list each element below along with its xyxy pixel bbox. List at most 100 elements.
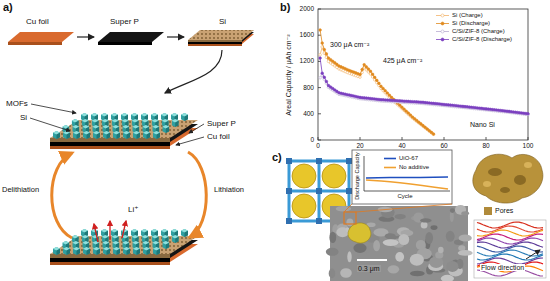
tick-mark — [528, 137, 529, 140]
sem-particle — [416, 240, 426, 250]
tick-mark — [318, 113, 321, 114]
legend-swatch — [484, 207, 492, 215]
legend-text: Si (Discharge) — [452, 20, 490, 26]
mof-crystal — [103, 131, 110, 139]
rate-annotation: 425 μA cm⁻² — [383, 57, 422, 64]
pore-rendering — [500, 187, 510, 193]
mof-crystal — [181, 113, 188, 121]
si-layer — [50, 236, 198, 254]
mof-crystal — [93, 247, 100, 255]
data-marker — [432, 133, 435, 136]
streamline — [477, 222, 543, 228]
legend-sample — [436, 23, 449, 24]
mof-crystal-structure — [346, 158, 352, 164]
mof-crystal — [123, 131, 130, 139]
data-marker — [319, 57, 322, 60]
sem-particle — [336, 227, 349, 237]
leader-line — [31, 104, 76, 113]
tick-label: 400 — [303, 111, 314, 118]
legend-text: C/Si/ZIF-8 (Discharge) — [452, 36, 512, 42]
tick-label: 2000 — [300, 6, 314, 13]
data-series — [318, 9, 529, 140]
si-layer — [50, 120, 198, 138]
si-strip — [188, 40, 242, 42]
ion-label: Li⁺ — [128, 206, 138, 214]
mof-crystal — [83, 247, 90, 255]
data-marker — [380, 85, 383, 88]
legend-sample — [436, 31, 449, 32]
streamline — [477, 242, 543, 248]
mof-crystal — [103, 247, 110, 255]
sem-particle — [395, 252, 404, 262]
sem-particle — [410, 271, 425, 277]
pore-rendering — [473, 154, 543, 203]
panel-letter: b) — [280, 2, 290, 13]
axis-title: Areal Capacity / μAh cm⁻² — [285, 34, 292, 115]
axis-title: Cycle — [397, 193, 412, 199]
super-p-layer — [50, 142, 170, 146]
tick-label: 0 — [316, 143, 320, 150]
mof-crystal-structure — [322, 164, 346, 188]
layer-label: MOFs — [6, 100, 28, 108]
sem-particle — [346, 219, 353, 227]
data-marker — [373, 76, 376, 79]
mof-crystal — [133, 247, 140, 255]
axis-title: Discharge Capacity — [355, 152, 361, 200]
cycle-arrow — [52, 152, 207, 238]
cu-foil-layer — [50, 262, 170, 265]
mof-crystal-structure — [316, 188, 322, 194]
leader-line — [30, 104, 204, 145]
process-label: Lithiation — [214, 186, 244, 194]
sem-particle — [385, 233, 396, 239]
layer-label: Cu foil — [207, 133, 230, 141]
data-marker — [365, 66, 368, 69]
sem-particle — [438, 247, 444, 254]
sem-particle — [461, 211, 469, 215]
legend-sample — [441, 30, 444, 33]
data-marker — [325, 80, 328, 83]
rate-annotation: 300 μA cm⁻² — [330, 41, 369, 48]
pore-rendering — [488, 168, 502, 176]
data-marker — [384, 89, 387, 92]
sem-image — [344, 212, 356, 224]
scale-label: 0.3 μm — [357, 265, 381, 272]
li-ion-arrow — [122, 221, 126, 238]
legend-sample — [436, 15, 449, 16]
sem-particle — [388, 265, 400, 273]
layer-label: Super P — [207, 120, 236, 128]
mof-crystal — [53, 247, 60, 255]
data-marker — [386, 92, 389, 95]
mof-crystal — [181, 229, 188, 237]
flow-streamlines — [526, 250, 540, 259]
mof-crystal-structure — [286, 158, 292, 164]
mof-crystal — [113, 247, 120, 255]
flow-streamlines — [474, 220, 546, 278]
sample-annotation: Nano Si — [470, 121, 495, 128]
mof-crystal — [63, 247, 70, 255]
mof-crystal-structure — [292, 194, 316, 218]
sem-particle — [347, 251, 351, 262]
sem-image — [356, 204, 452, 212]
legend-text: UiO-67 — [399, 155, 418, 161]
mof-crystal-structure — [292, 164, 316, 188]
data-marker — [388, 94, 391, 97]
legend-text: Pores — [495, 207, 513, 214]
sem-particle — [410, 254, 424, 266]
mof-crystal-structure — [286, 218, 292, 224]
tick-mark — [402, 137, 403, 140]
data-marker — [321, 42, 324, 45]
plot-frame — [318, 9, 528, 140]
mof-crystal — [73, 131, 80, 139]
mof-crystal — [93, 131, 100, 139]
inset-chart — [352, 150, 452, 204]
data-marker — [363, 63, 366, 66]
sem-image — [326, 204, 473, 281]
sem-image — [326, 205, 473, 281]
data-marker — [399, 104, 402, 107]
sem-image — [357, 259, 387, 261]
electrode-stack — [50, 113, 198, 149]
sem-particle — [353, 243, 366, 253]
process-arrow — [165, 50, 222, 93]
mof-crystal — [113, 131, 120, 139]
